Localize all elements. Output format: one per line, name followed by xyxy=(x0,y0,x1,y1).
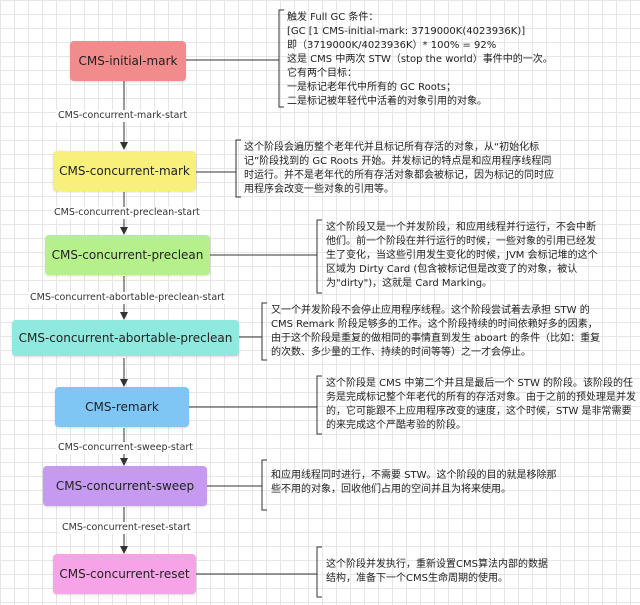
bracket-sweep xyxy=(207,459,267,511)
bracket-concurrent-mark xyxy=(196,139,241,198)
bracket-abortable-preclean xyxy=(239,302,267,361)
stage-abortable-preclean-label: CMS-concurrent-abortable-preclean xyxy=(18,331,233,345)
description-sweep: 和应用线程同时进行，不需要 STW。这个阶段的目的就是移除那 些不用的对象，回收… xyxy=(271,470,557,495)
stage-remark: CMS-remark xyxy=(55,387,189,427)
stage-initial-mark: CMS-initial-mark xyxy=(70,41,186,81)
bracket-initial-mark xyxy=(186,9,284,108)
description-concurrent-mark: 这个阶段会遍历整个老年代并且标记所有存活的对象，从“初始化标 记”阶段找到的 G… xyxy=(244,142,554,195)
description-initial-mark: 触发 Full GC 条件： [GC [1 CMS-initial-mark: … xyxy=(287,12,553,107)
transition-abortable-preclean-start: CMS-concurrent-abortable-preclean-start xyxy=(28,292,227,304)
stage-concurrent-sweep: CMS-concurrent-sweep xyxy=(43,466,207,506)
stage-concurrent-preclean-label: CMS-concurrent-preclean xyxy=(51,248,204,262)
description-remark: 这个阶段是 CMS 中第二个并且是最后一个 STW 的阶段。该阶段的任 务是完成… xyxy=(326,378,636,431)
transition-preclean-start: CMS-concurrent-preclean-start xyxy=(52,207,202,219)
stage-concurrent-mark-label: CMS-concurrent-mark xyxy=(59,164,190,178)
transition-reset-start: CMS-concurrent-reset-start xyxy=(60,522,193,534)
stage-concurrent-preclean: CMS-concurrent-preclean xyxy=(45,235,210,275)
stage-initial-mark-label: CMS-initial-mark xyxy=(78,54,178,68)
stage-concurrent-sweep-label: CMS-concurrent-sweep xyxy=(55,479,195,493)
bracket-reset xyxy=(196,546,322,598)
stage-remark-label: CMS-remark xyxy=(85,400,159,414)
description-preclean: 这个阶段又是一个并发阶段，和应用线程并行运行，不会中断 他们。前一个阶段在并行运… xyxy=(326,222,598,289)
bracket-remark xyxy=(189,375,322,435)
stage-concurrent-abortable-preclean: CMS-concurrent-abortable-preclean xyxy=(12,320,239,356)
stage-concurrent-reset-label: CMS-concurrent-reset xyxy=(59,567,190,581)
transition-mark-start: CMS-concurrent-mark-start xyxy=(56,110,190,122)
transition-sweep-start: CMS-concurrent-sweep-start xyxy=(56,442,196,454)
stage-concurrent-mark: CMS-concurrent-mark xyxy=(53,151,196,191)
description-reset: 这个阶段并发执行，重新设置CMS算法内部的数据 结构，准备下一个CMS生命周期的… xyxy=(326,559,548,584)
stage-concurrent-reset: CMS-concurrent-reset xyxy=(53,554,196,594)
bracket-preclean xyxy=(210,219,322,294)
description-abortable-preclean: 又一个并发阶段不会停止应用程序线程。这个阶段尝试着去承担 STW 的 CMS R… xyxy=(271,305,601,358)
